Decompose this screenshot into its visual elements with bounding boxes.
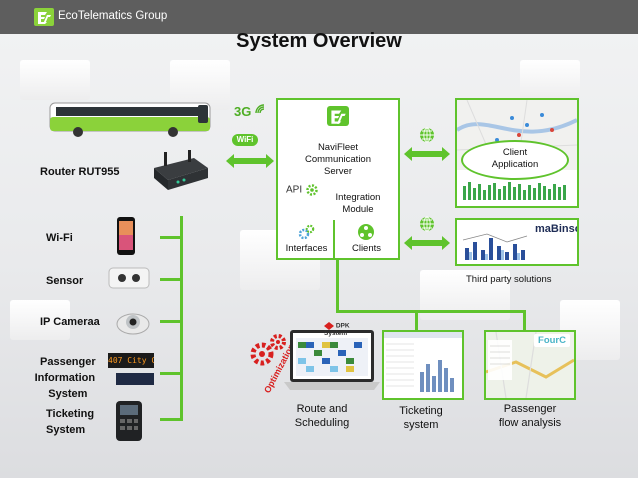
header-bar: EcoTelematics Group: [0, 0, 638, 34]
api-badge-text: API: [286, 184, 303, 196]
passenger-flow-line: flow analysis: [498, 417, 562, 429]
route-scheduling-line: Route and: [296, 403, 348, 415]
passenger-flow-screen: FourC: [484, 330, 576, 400]
pis-label: Passenger Information System: [35, 354, 96, 402]
route-destination: City Centre: [127, 356, 154, 365]
globe-icon: [419, 216, 435, 237]
sensor-label: Sensor: [46, 275, 84, 287]
badge-3g-text: 3G: [234, 104, 252, 119]
third-party-chart-image: [457, 220, 577, 264]
ticketing-system-caption: Ticketing system: [382, 404, 460, 432]
dpk-system-text: DPK System: [324, 322, 350, 337]
connector-line: [160, 372, 183, 375]
clients-box: Clients: [333, 220, 400, 260]
optimization-gears-icon: [248, 332, 288, 377]
server-label: NaviFleet Communication Server: [278, 142, 398, 178]
fourc-brand: FourC: [534, 334, 570, 347]
ip-camera-label: IP Cameraa: [40, 316, 100, 328]
double-arrow-icon: [404, 236, 450, 250]
router-image: [148, 150, 212, 192]
navifleet-logo-icon: [327, 106, 349, 126]
clients-label: Clients: [351, 243, 382, 254]
ticket-terminal-image: [114, 400, 144, 442]
mabinso-brand: maBinso: [535, 223, 579, 235]
company-logo-icon: [34, 8, 54, 26]
clients-network-icon: [357, 223, 375, 246]
company-name: EcoTelematics Group: [58, 10, 168, 22]
background-shape: [170, 60, 230, 110]
client-application-badge: Client Application: [461, 140, 569, 180]
double-arrow-icon: [226, 154, 274, 168]
laptop-image: [284, 330, 380, 390]
wifi-label: Wi-Fi: [46, 232, 73, 244]
bus-image: [48, 100, 212, 138]
ticketing-caption-line: system: [403, 419, 439, 431]
ticketing-label-line: Ticketing: [46, 408, 95, 420]
pis-label-line: Information: [34, 372, 96, 384]
smartphone-image: [116, 216, 136, 256]
dpk-system-label: DPK System: [324, 322, 374, 337]
ticketing-caption-line: Ticketing: [399, 405, 443, 417]
page-title: System Overview: [236, 30, 402, 52]
interfaces-box: Interfaces: [276, 220, 337, 260]
third-party-caption: Third party solutions: [466, 274, 552, 285]
interfaces-gears-icon: [298, 223, 316, 246]
navifleet-server-box: NaviFleet Communication Server: [276, 98, 400, 186]
api-badge: API: [286, 184, 319, 196]
ticketing-system-label: Ticketing System: [46, 406, 94, 438]
client-application-label: Client Application: [463, 147, 567, 171]
ticketing-chart-image: [384, 332, 462, 398]
background-shape: [20, 60, 90, 100]
route-sign: 407 City Centre: [108, 353, 154, 368]
background-shape: [520, 60, 580, 100]
connector-line: [415, 310, 418, 330]
interfaces-label: Interfaces: [285, 243, 328, 254]
route-scheduling-label: Route and Scheduling: [282, 402, 362, 430]
ip-camera-image: [116, 306, 150, 336]
integration-label-line: Integration: [335, 192, 381, 203]
passenger-flow-line: Passenger: [503, 403, 557, 415]
integration-module-box: API Integration Module: [276, 182, 400, 222]
route-scheduling-line: Scheduling: [294, 417, 350, 429]
route-number: 407: [108, 356, 123, 365]
info-sign: [116, 373, 154, 385]
server-label-line: NaviFleet: [317, 142, 359, 153]
badge-3g: 3G: [234, 104, 265, 119]
connector-line: [160, 418, 183, 421]
double-arrow-icon: [404, 147, 450, 161]
connector-line: [523, 310, 526, 330]
connector-line: [180, 216, 183, 420]
sensor-image: [108, 266, 150, 290]
passenger-flow-label: Passenger flow analysis: [480, 402, 580, 430]
ticketing-system-screen: [382, 330, 464, 400]
connector-line: [160, 236, 183, 239]
server-label-line: Server: [324, 166, 352, 177]
client-application-line: Application: [491, 159, 539, 170]
ticketing-label-line: System: [46, 424, 86, 436]
third-party-screen: maBinso: [455, 218, 579, 266]
pis-label-line: System: [48, 388, 88, 400]
connector-line: [160, 278, 183, 281]
connector-line: [160, 320, 183, 323]
badge-wifi: WiFi: [232, 134, 258, 146]
signal-icon: [255, 104, 265, 114]
router-label: Router RUT955: [40, 166, 120, 178]
display-signs-image: 407 City Centre: [108, 353, 154, 387]
server-label-line: Communication: [305, 154, 371, 165]
integration-label: Integration Module: [318, 192, 398, 216]
background-shape: [10, 300, 70, 340]
integration-label-line: Module: [342, 204, 374, 215]
dpk-logo-icon: [324, 322, 334, 330]
gear-icon: [306, 184, 318, 196]
pis-label-line: Passenger: [40, 356, 96, 368]
globe-icon: [419, 127, 435, 148]
passenger-flow-map-image: [486, 332, 574, 398]
connector-line: [336, 310, 526, 313]
connector-line: [336, 258, 339, 312]
client-application-line: Client: [502, 147, 528, 158]
